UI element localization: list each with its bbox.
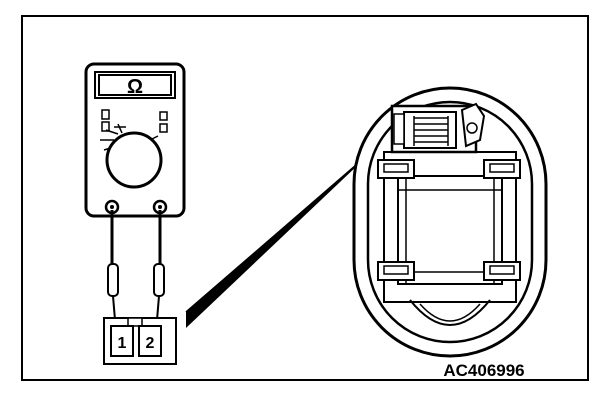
component-connector-socket [390, 102, 486, 154]
connector-pin-cell-1 [110, 325, 134, 357]
ohmmeter-dial [105, 131, 163, 189]
probe-right [153, 263, 165, 297]
test-leads [107, 210, 165, 321]
probe-left [107, 263, 119, 297]
meter-switch-left [101, 109, 110, 120]
connector-pin-label-2: 2 [146, 335, 155, 352]
figure-code: AC406996 [443, 361, 524, 380]
harness-connector: 1 2 [103, 317, 177, 365]
meter-switch-right [159, 111, 168, 121]
ohmmeter: Ω [84, 62, 186, 218]
component-unit [352, 86, 548, 358]
ohm-symbol: Ω [127, 76, 143, 98]
connector-pin-label-1: 1 [118, 335, 127, 352]
connector-pin-cell-2 [138, 325, 162, 357]
